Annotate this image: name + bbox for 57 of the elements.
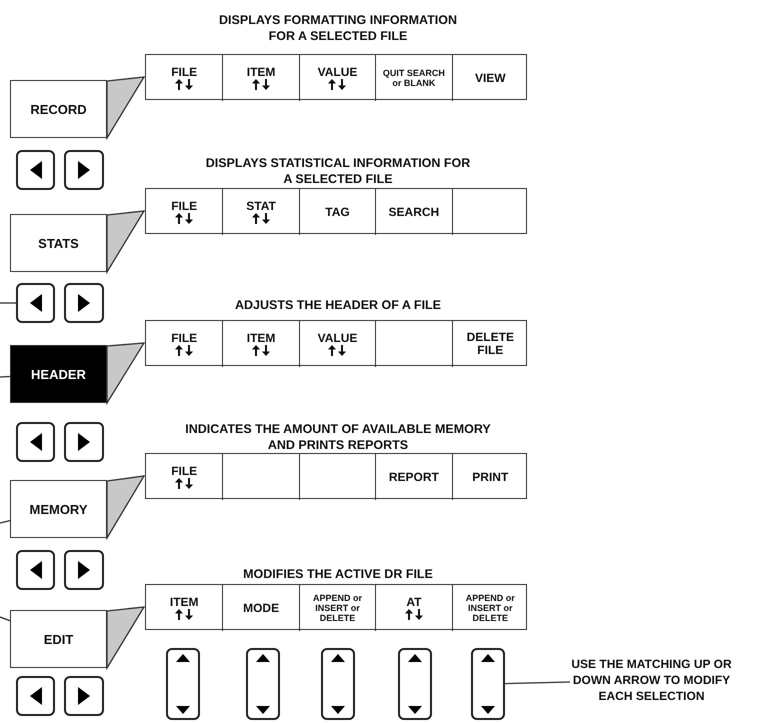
- softkey-label: FILE: [171, 465, 198, 478]
- up-down-key: [398, 648, 432, 720]
- softkey-bar: [145, 188, 527, 234]
- section-heading: DISPLAYS FORMATTING INFORMATION FOR A SELECTED FILE: [218, 12, 458, 44]
- softkey-label: VALUE: [318, 332, 358, 345]
- softkey-bar: [145, 584, 527, 630]
- section-heading: INDICATES THE AMOUNT OF AVAILABLE MEMORY AND PRINTS REPORTS: [184, 421, 492, 453]
- softkey-label: SEARCH: [388, 206, 440, 218]
- right-arrow-key: [64, 676, 104, 716]
- mode-key: STATS: [10, 214, 107, 272]
- softkey-label: APPEND or INSERT or DELETE: [465, 593, 516, 623]
- left-arrow-key: [16, 676, 55, 716]
- softkey-label: TAG: [325, 206, 350, 218]
- mode-key: HEADER: [10, 345, 107, 403]
- right-arrow-key: [64, 150, 104, 190]
- instruction-note: USE THE MATCHING UP OR DOWN ARROW TO MODIFY EACH SELECTION: [570, 648, 733, 712]
- softkey-label: FILE: [171, 200, 198, 213]
- softkey-label: ITEM: [170, 596, 199, 609]
- leader-line: [0, 520, 10, 524]
- section-heading: ADJUSTS THE HEADER OF A FILE: [234, 297, 442, 313]
- softkey-label: REPORT: [388, 470, 439, 484]
- softkey-label: VALUE: [318, 66, 358, 79]
- up-down-key: [246, 648, 280, 720]
- softkey-label: AT: [406, 596, 422, 609]
- softkey-label: ITEM: [246, 332, 276, 345]
- right-arrow-key: [64, 422, 104, 462]
- softkey-label: STAT: [246, 200, 276, 213]
- softkey-label: ITEM: [246, 66, 276, 79]
- softkey-label: MODE: [243, 602, 280, 614]
- mode-key: RECORD: [10, 80, 107, 138]
- up-down-key: [321, 648, 355, 720]
- softkey-label: FILE: [171, 66, 198, 79]
- section-heading: MODIFIES THE ACTIVE DR FILE: [242, 566, 434, 582]
- mode-key: MEMORY: [10, 480, 107, 538]
- right-arrow-key: [64, 550, 104, 590]
- softkey-label: APPEND or INSERT or DELETE: [312, 593, 362, 623]
- leader-line: [0, 376, 10, 378]
- softkey-label: FILE: [171, 332, 198, 345]
- right-arrow-key: [64, 283, 104, 323]
- left-arrow-key: [16, 550, 55, 590]
- leader-line: [0, 616, 10, 622]
- up-down-key: [166, 648, 200, 720]
- softkey-label: VIEW: [474, 72, 506, 84]
- softkey-bar: [145, 54, 527, 100]
- left-arrow-key: [16, 150, 55, 190]
- leader-line: [0, 302, 16, 304]
- up-down-key: [471, 648, 505, 720]
- section-heading: DISPLAYS STATISTICAL INFORMATION FOR A SELECTED FILE: [204, 155, 472, 187]
- softkey-label: PRINT: [472, 470, 508, 484]
- left-arrow-key: [16, 422, 55, 462]
- mode-key: EDIT: [10, 610, 107, 668]
- softkey-label: QUIT SEARCH or BLANK: [382, 68, 446, 88]
- softkey-label: DELETE FILE: [466, 331, 515, 357]
- leader-line: [504, 681, 570, 684]
- softkey-bar: [145, 453, 527, 499]
- left-arrow-key: [16, 283, 55, 323]
- softkey-bar: [145, 320, 527, 366]
